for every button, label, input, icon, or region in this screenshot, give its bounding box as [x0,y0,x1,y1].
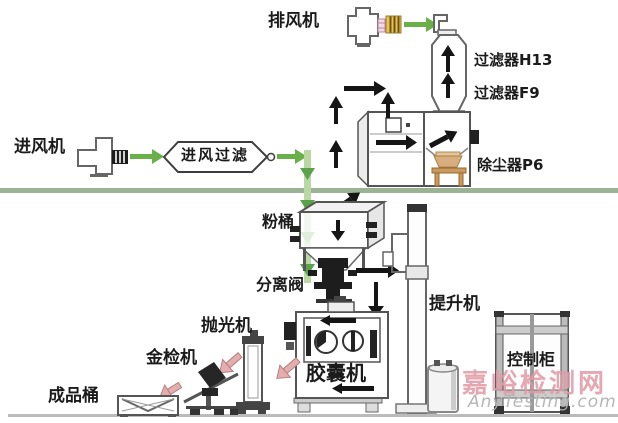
intake-fan-icon [77,137,164,177]
label-elevator: 提升机 [429,294,480,314]
intake-filter-capsule-icon [162,141,307,173]
label-intake-fan: 进风机 [14,137,65,157]
filter-tank-icon [431,14,467,123]
label-control-cabinet: 控制柜 [507,350,556,369]
watermark-english: AnyTesting.com [468,392,617,412]
control-cabinet-icon [494,311,570,414]
label-capsule-machine: 胶囊机 [306,361,366,385]
polishing-machine-icon [236,330,270,414]
label-dust-collector: 除尘器P6 [477,156,544,174]
label-finished-barrel: 成品桶 [48,386,99,406]
elevator-icon [382,204,437,414]
metal-detector-icon [183,362,240,415]
label-metal-detector: 金检机 [146,348,197,368]
finished-barrel-icon [117,395,179,417]
powder-barrel-icon [290,200,388,271]
label-filter-h13: 过滤器H13 [474,51,553,69]
label-intake-filter: 进风过滤 [181,146,250,164]
label-polishing-machine: 抛光机 [201,316,252,336]
label-separation-valve: 分离阀 [256,275,305,294]
label-powder-barrel: 粉桶 [262,212,295,231]
capsule-machine-icon [284,296,389,413]
exhaust-fan-icon [347,7,438,47]
label-exhaust-fan: 排风机 [268,11,319,31]
dust-collector-icon [357,110,479,188]
floor-line-lower [8,414,618,417]
watermark-chinese: 嘉峪检测网 [462,369,608,399]
label-filter-f9: 过滤器F9 [474,84,540,102]
elevator-barrel-icon [427,360,459,413]
